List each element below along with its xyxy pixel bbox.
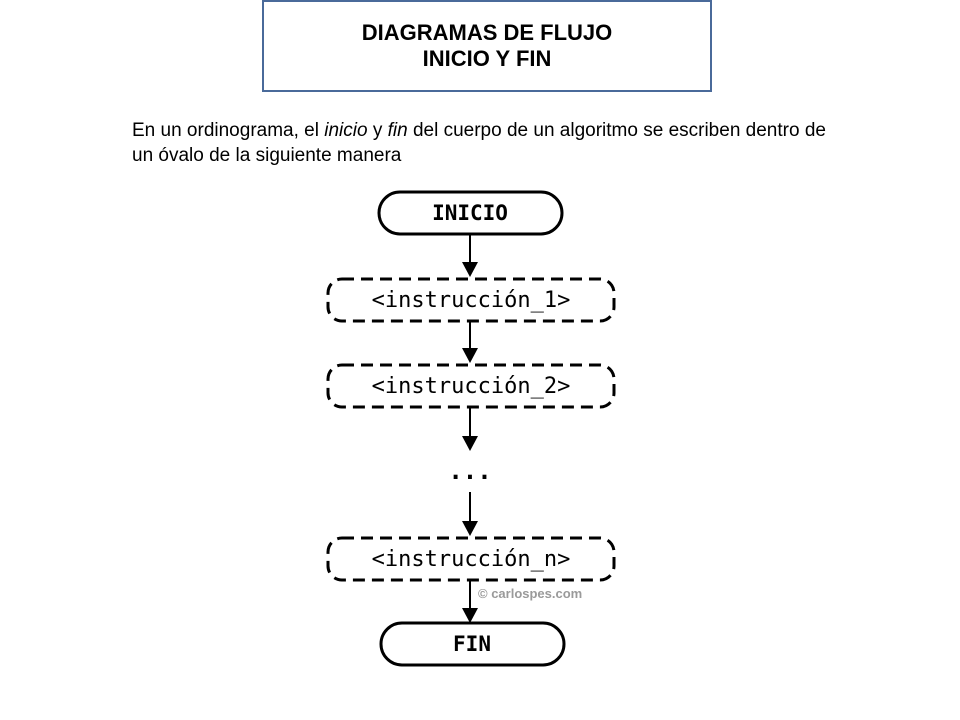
end-label: FIN	[453, 632, 491, 656]
intro-text-1: En un ordinograma, el	[132, 120, 325, 141]
title-box: DIAGRAMAS DE FLUJO INICIO Y FIN	[262, 0, 712, 92]
arrowhead-2	[462, 348, 478, 363]
ellipsis: ...	[448, 457, 491, 485]
instruction-2-label: <instrucción_2>	[372, 374, 571, 399]
intro-text-2: y	[367, 120, 388, 141]
end-terminal	[379, 621, 566, 667]
arrowhead-1	[462, 262, 478, 277]
intro-inicio: inicio	[324, 120, 368, 141]
arrowhead-4	[462, 521, 478, 536]
intro-text-3: del cuerpo de un algoritmo se escriben d…	[132, 120, 826, 167]
start-label: INICIO	[432, 201, 508, 225]
instruction-n-label: <instrucción_n>	[372, 547, 571, 572]
title-line-1: DIAGRAMAS DE FLUJO	[361, 19, 613, 45]
instruction-1-label: <instrucción_1>	[372, 288, 571, 313]
arrowhead-5	[462, 608, 478, 623]
intro-paragraph: En un ordinograma, el inicio y fin del c…	[132, 118, 832, 168]
watermark: © carlospes.com	[478, 586, 582, 601]
title-line-2: INICIO Y FIN	[422, 46, 552, 71]
arrowhead-3	[462, 436, 478, 451]
intro-fin: fin	[387, 120, 408, 141]
